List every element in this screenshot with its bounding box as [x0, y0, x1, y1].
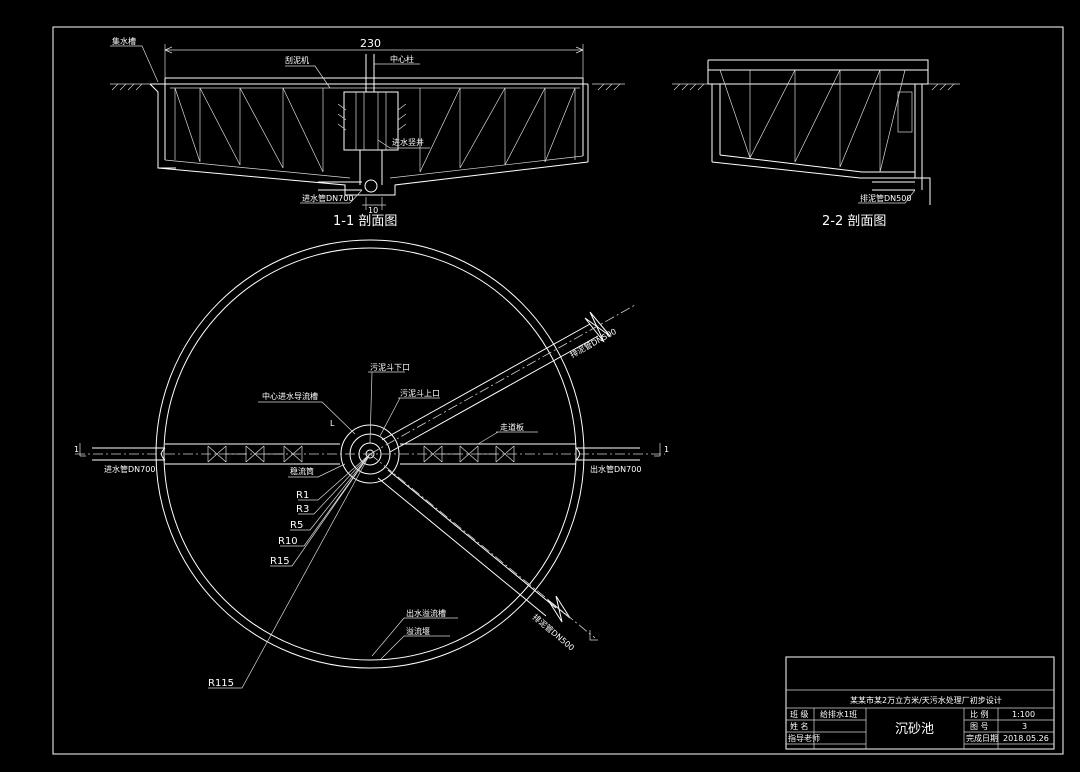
leader-hopper-upper [379, 397, 440, 437]
title-block-grid [786, 689, 1054, 749]
cut-mark-left-label: 1 [74, 445, 79, 454]
section-2-walls [711, 84, 931, 205]
section-2-bottom [711, 154, 915, 179]
label-outlet-plan: 出水管DN700 [590, 464, 641, 474]
leader-inlet-pipe [300, 189, 363, 204]
title-row2-label: 姓 名 [790, 721, 809, 731]
label-hopper-lower: 污泥斗下口 [370, 362, 410, 372]
label-sludge-pipe-2: 排泥管DN500 [860, 193, 911, 203]
title-row3-label: 指导老师 [788, 733, 820, 743]
sheet-label: 图 号 [970, 722, 989, 731]
section-1-1: 230 10 集水槽 刮泥机 中心柱 进水竖井 进水管DN700 1-1 剖面图 [110, 36, 625, 229]
inlet-well-arrows [337, 103, 407, 131]
radius-label-r115: R115 [208, 678, 234, 689]
label-inlet-well: 进水竖井 [392, 137, 424, 147]
leader-center-guide [258, 401, 356, 435]
date-value: 2018.05.26 [1003, 734, 1049, 743]
dimension-230: 230 [360, 37, 381, 50]
radius-label-r3: R3 [296, 504, 309, 515]
label-inlet-plan: 进水管DN700 [104, 464, 155, 474]
scraper-truss [170, 87, 580, 173]
date-label: 完成日期 [966, 733, 998, 743]
label-scraper: 刮泥机 [285, 55, 309, 65]
sludge-valve-se [547, 595, 571, 623]
section-2-sump [897, 91, 913, 133]
label-footbridge: 走道板 [500, 422, 524, 432]
section-2-title: 2-2 剖面图 [822, 214, 886, 229]
label-baffle: 稳流筒 [290, 466, 314, 476]
radius-label-r1: R1 [296, 490, 309, 501]
dimension-line-230 [164, 44, 584, 78]
section-2-truss [719, 69, 906, 173]
radius-leaders [208, 453, 371, 689]
section-2-2: 排泥管DN500 2-2 剖面图 [672, 59, 960, 229]
sludge-dash-se [369, 453, 596, 639]
tank-bottom [157, 161, 589, 196]
cut-mark-2 [589, 630, 598, 641]
label-inlet-pipe: 进水管DN700 [302, 193, 353, 203]
radius-label-r5: R5 [290, 520, 303, 531]
label-hopper-upper: 污泥斗上口 [400, 388, 440, 398]
leader-overflow-channel [371, 617, 458, 657]
label-sludge-ne: 排泥管DN500 [568, 326, 618, 360]
leader-footbridge [477, 431, 538, 445]
ground-hatch-left [111, 83, 143, 91]
sludge-pipe-se [377, 469, 557, 617]
cut-mark-right [654, 443, 661, 457]
label-collection-channel: 集水槽 [112, 36, 136, 46]
leader-collection-channel [110, 45, 159, 83]
top-slab [150, 77, 588, 85]
title-block-frame [785, 656, 1055, 750]
ground-hatch-2-right [931, 83, 955, 91]
label-weir: 溢流堰 [406, 626, 430, 636]
drawing-name: 沉砂池 [895, 722, 934, 737]
ground-hatch-2-left [673, 83, 705, 91]
section-2-top [707, 59, 929, 85]
center-pipe-circle [364, 179, 378, 193]
cut-mark-right-label: 1 [664, 445, 669, 454]
tank-wall-right [582, 84, 589, 162]
leader-inlet-well [377, 139, 430, 149]
sheet-value: 3 [1022, 722, 1027, 731]
inlet-well-inner [355, 92, 387, 150]
inlet-pipe [318, 181, 362, 191]
dimension-line-10 [362, 197, 386, 210]
sludge-valve-ne [584, 311, 611, 343]
title-block: 某某市某2万立方米/天污水处理厂初步设计 班 级 给排水1班 姓 名 指导老师 … [785, 656, 1055, 750]
dimension-10: 10 [368, 206, 378, 215]
leader-baffle [288, 463, 346, 478]
leader-scraper [285, 65, 331, 89]
cut-mark-c: L [330, 419, 335, 428]
sludge-pipe-section [872, 181, 915, 191]
title-project: 某某市某2万立方米/天污水处理厂初步设计 [850, 695, 1002, 705]
sludge-dash-ne [369, 304, 636, 455]
inlet-well-box [343, 91, 399, 151]
label-center-column: 中心柱 [390, 54, 414, 64]
section-1-title: 1-1 剖面图 [333, 214, 397, 229]
title-row1-value: 给排水1班 [820, 709, 857, 719]
radius-label-r15: R15 [270, 556, 290, 567]
scale-label: 比 例 [970, 709, 989, 719]
center-column [359, 54, 383, 185]
plan-view: 1 1 排泥管DN500 排泥管DN500 污泥斗下口 污泥斗上口 中心进水导流… [74, 239, 669, 689]
radius-label-r10: R10 [278, 536, 298, 547]
walkway-segments-right [423, 445, 515, 463]
walkway-segments-left [207, 445, 303, 463]
ground-hatch-right [597, 83, 621, 91]
label-overflow-channel: 出水溢流槽 [406, 608, 446, 618]
cut-mark-left [79, 443, 86, 457]
label-center-guide: 中心进水导流槽 [262, 391, 318, 401]
title-row1-label: 班 级 [790, 709, 809, 719]
scale-value: 1:100 [1012, 710, 1035, 719]
sludge-pipe-ne [381, 323, 599, 453]
leader-hopper-lower [368, 371, 405, 444]
tank-wall-left [149, 83, 176, 169]
walkway [165, 443, 576, 465]
leader-weir [379, 635, 450, 661]
drawing-border-outer [52, 26, 1064, 755]
tank-bottom-inner [164, 155, 584, 179]
leader-sludge-pipe-2 [858, 189, 916, 204]
